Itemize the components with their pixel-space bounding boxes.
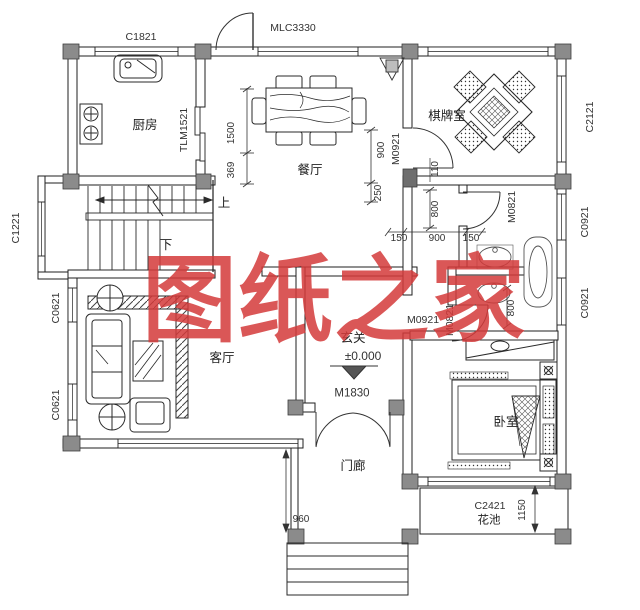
- staircase: [85, 184, 214, 271]
- room-label-foyer: 玄关: [340, 330, 366, 345]
- dim-900-corridor: 900: [428, 233, 446, 244]
- window-label-c2421: C2421: [474, 499, 506, 512]
- bathroom-fixtures: [476, 236, 553, 308]
- room-label-living: 客厅: [209, 350, 235, 365]
- dim-800-top: 800: [430, 200, 441, 218]
- columns: [62, 43, 572, 545]
- window-label-mlc3330: MLC3330: [270, 21, 316, 34]
- window-label-c0621-upper: C0621: [49, 292, 62, 324]
- stair-up-label: 上: [217, 195, 231, 210]
- dim-250: 250: [373, 184, 384, 202]
- door-label-m1830: M1830: [334, 387, 370, 400]
- dining-table: [251, 75, 367, 146]
- room-label-porch: 门廊: [340, 458, 366, 473]
- kitchen-sink: [113, 54, 163, 83]
- room-label-chess: 棋牌室: [428, 108, 466, 123]
- dim-960: 960: [292, 514, 310, 525]
- window-label-c0621-lower: C0621: [49, 389, 62, 421]
- room-label-flower-bed: 花池: [477, 514, 501, 527]
- door-label-m0921-chess: M0921: [389, 132, 402, 166]
- dim-1500: 1500: [226, 121, 237, 145]
- living-room-furniture: [85, 284, 189, 433]
- dim-110: 110: [430, 161, 441, 177]
- doors: [215, 12, 501, 448]
- drain-marker: [379, 57, 405, 81]
- stair-down-label: 下: [159, 237, 173, 252]
- room-label-dining: 餐厅: [297, 162, 323, 177]
- elevation-marker: [330, 365, 378, 380]
- window-label-c0921-lower: C0921: [578, 287, 591, 319]
- windows: [37, 46, 567, 487]
- door-label-m0821-bath2: M0821: [443, 303, 456, 337]
- elevation-label: ±0.000: [344, 349, 382, 363]
- door-label-tlm1521: TLM1521: [177, 107, 190, 153]
- porch-steps: [286, 542, 409, 596]
- window-label-c1821: C1821: [125, 30, 157, 43]
- window-label-c2121: C2121: [583, 101, 596, 133]
- dim-150-right: 150: [462, 233, 480, 244]
- room-label-bedroom: 卧室: [493, 414, 519, 429]
- dim-369: 369: [226, 161, 237, 179]
- dim-800-bottom: 800: [506, 299, 517, 317]
- window-label-c1221: C1221: [9, 212, 22, 244]
- door-label-m0821-bath1: M0821: [505, 190, 518, 224]
- kitchen-stove: [79, 103, 103, 145]
- door-label-m0921-hall: M0921: [406, 313, 440, 326]
- dimension-lines: [240, 85, 539, 534]
- dim-900-dining: 900: [376, 141, 387, 159]
- room-label-kitchen: 厨房: [132, 117, 158, 132]
- window-label-c0921-upper: C0921: [578, 206, 591, 238]
- mahjong-chairs: [453, 70, 536, 154]
- dim-1150: 1150: [517, 499, 528, 521]
- dim-150-left: 150: [390, 233, 408, 244]
- bedroom-furniture: [447, 339, 558, 472]
